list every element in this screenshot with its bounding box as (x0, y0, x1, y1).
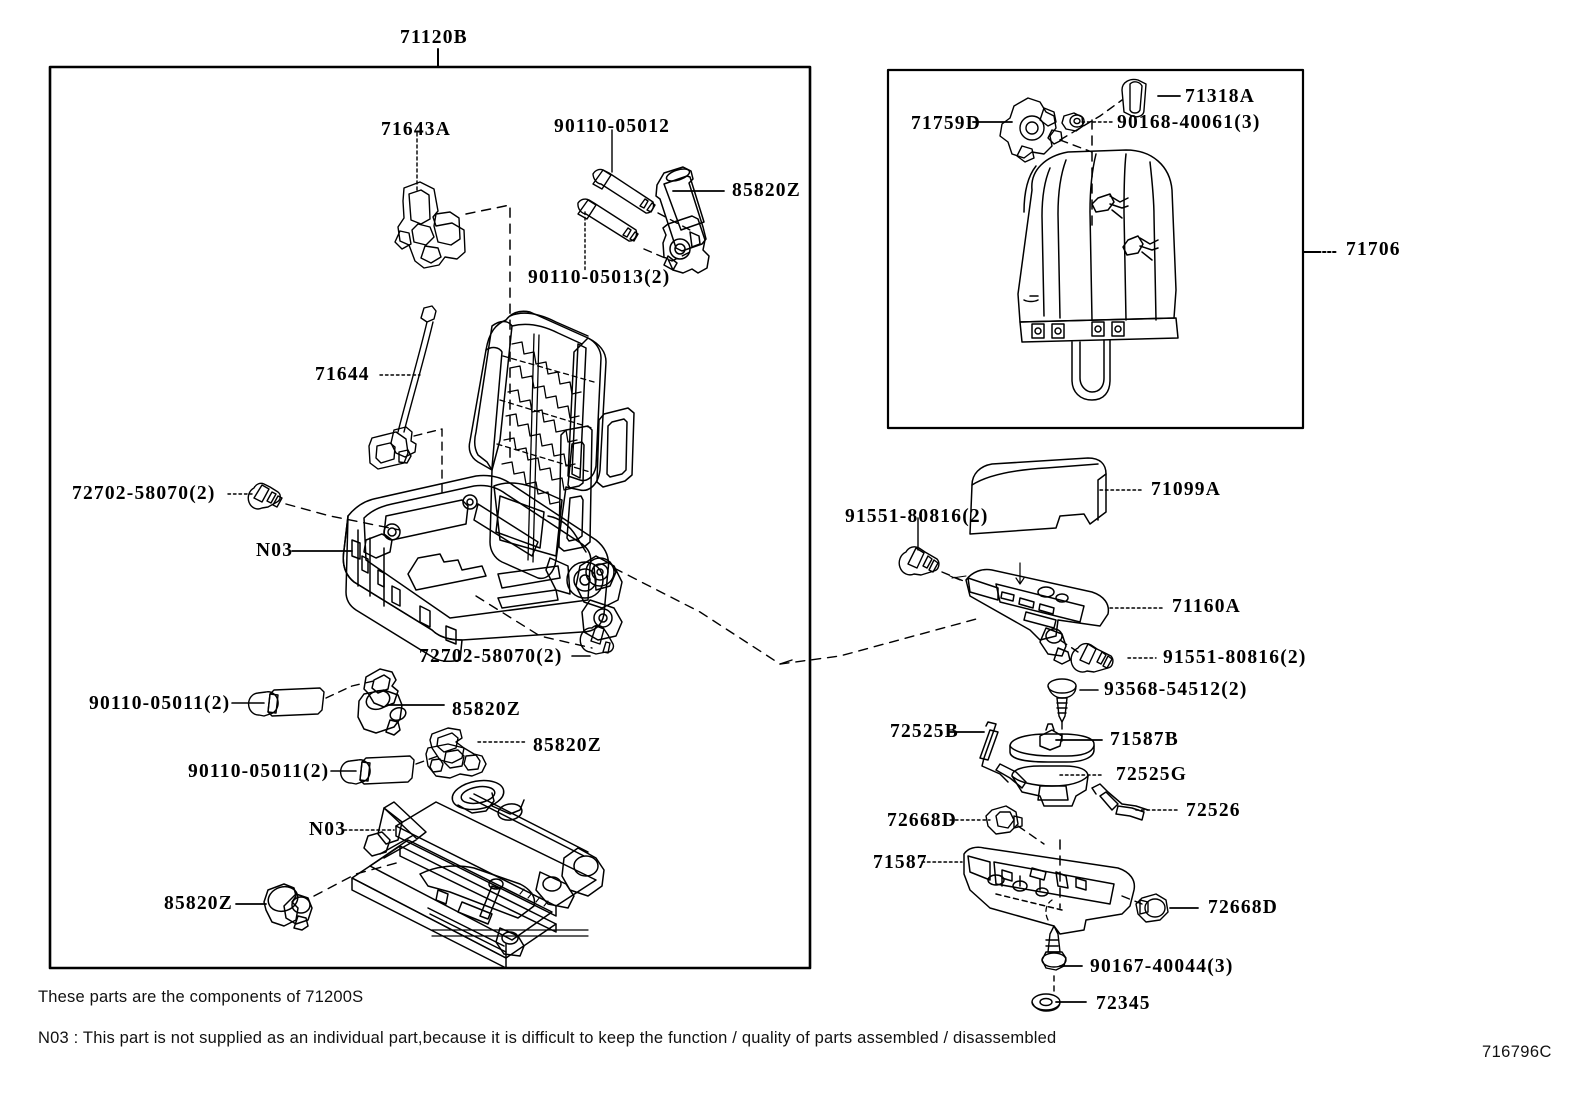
assembly-line-71643a (465, 204, 511, 463)
assembly-line-85820z-lower (313, 861, 401, 897)
label-71160a: 71160A (1172, 596, 1241, 617)
seat-slide-adjuster (351, 779, 605, 969)
panel-title-71120b: 71120B (400, 27, 468, 48)
part-72702-58070-lower (571, 624, 615, 657)
label-91551-80816-upper: 91551-80816(2) (845, 506, 989, 527)
assembly-line-72702-lower (475, 595, 593, 649)
part-90167-40044 (1041, 925, 1083, 971)
left-panel-border (48, 65, 812, 970)
label-90110-05012: 90110-05012 (554, 116, 671, 137)
label-n03-cushion: N03 (256, 540, 294, 561)
part-90110-05013 (577, 198, 639, 271)
label-71587: 71587 (873, 852, 928, 873)
right-panel-border (886, 68, 1305, 430)
part-91551-80816-upper (898, 517, 940, 576)
part-90110-05011-upper (231, 687, 325, 717)
seat-cushion-frame (342, 474, 623, 663)
label-71759d: 71759D (911, 113, 982, 134)
part-85820z-lower (235, 883, 313, 931)
assembly-line-72668d-upper (1017, 825, 1045, 845)
label-72345: 72345 (1096, 993, 1151, 1014)
label-90110-05011-upper: 90110-05011(2) (89, 693, 231, 714)
part-71706-seatback (1017, 149, 1179, 401)
part-72345 (1031, 993, 1087, 1012)
part-72702-58070-upper (227, 482, 283, 510)
part-85820z-upper (655, 166, 725, 274)
part-90168-40061 (1061, 112, 1113, 132)
part-71759d (972, 97, 1063, 163)
part-85820z-mid1 (357, 668, 445, 736)
part-93568-54512 (1047, 678, 1099, 723)
label-72668d-lower: 72668D (1208, 897, 1279, 918)
label-93568-54512: 93568-54512(2) (1104, 679, 1248, 700)
label-71643a: 71643A (381, 119, 452, 140)
label-71099a: 71099A (1151, 479, 1222, 500)
assembly-line-cross (613, 567, 981, 665)
label-85820z-upper: 85820Z (732, 180, 801, 201)
assembly-line-90110-05013 (643, 248, 691, 262)
seat-back-frame (468, 310, 635, 599)
label-85820z-mid2: 85820Z (533, 735, 602, 756)
label-71644: 71644 (315, 364, 370, 385)
part-91551-80816-lower (1070, 642, 1157, 673)
label-90110-05013: 90110-05013(2) (528, 267, 671, 288)
part-85820z-mid2 (425, 727, 527, 779)
label-72702-58070-upper: 72702-58070(2) (72, 483, 216, 504)
assembly-line-72668d-lower (1121, 895, 1143, 905)
part-71587b (1009, 723, 1103, 763)
part-90110-05011-lower (330, 755, 415, 785)
label-85820z-lower: 85820Z (164, 893, 233, 914)
label-90168-40061: 90168-40061(3) (1117, 112, 1261, 133)
assembly-line-71644 (413, 428, 443, 496)
assembly-line-90110-05011-upper (325, 679, 379, 699)
footnote-components: These parts are the components of 71200S (38, 988, 364, 1006)
footnote-n03: N03 : This part is not supplied as an in… (38, 1029, 1057, 1047)
assembly-line-90110-05011-lower (415, 755, 439, 765)
part-72668d-lower (1135, 893, 1199, 923)
diagram-code: 716796C (1482, 1043, 1552, 1061)
part-90110-05012 (592, 129, 656, 214)
part-72525g (1011, 765, 1105, 807)
label-n03-slide: N03 (309, 819, 347, 840)
part-71644 (368, 305, 437, 470)
label-72525g: 72525G (1116, 764, 1188, 785)
assembly-line-71759d (1059, 139, 1093, 153)
part-72668d-upper (949, 805, 1023, 835)
part-71099a (969, 457, 1143, 535)
assembly-line-71318a (1059, 99, 1123, 141)
label-90167-40044: 90167-40044(3) (1090, 956, 1234, 977)
label-85820z-mid1: 85820Z (452, 699, 521, 720)
part-71318a (1121, 78, 1181, 118)
label-91551-80816-lower: 91551-80816(2) (1163, 647, 1307, 668)
label-72525b: 72525B (890, 721, 959, 742)
label-71587b: 71587B (1110, 729, 1179, 750)
part-71160a (949, 562, 1165, 665)
assembly-line-91551-upper (941, 571, 967, 583)
label-90110-05011-lower: 90110-05011(2) (188, 761, 330, 782)
label-72702-58070-lower: 72702-58070(2) (419, 646, 563, 667)
assembly-line-72702-upper (285, 503, 401, 531)
part-71643a (394, 132, 466, 269)
part-72526 (1091, 783, 1179, 821)
label-72526: 72526 (1186, 800, 1241, 821)
part-71587 (921, 839, 1136, 935)
label-72668d-upper: 72668D (887, 810, 958, 831)
label-71318a: 71318A (1185, 86, 1256, 107)
part-72525b (949, 721, 1027, 789)
assembly-line-91551-lower (1059, 639, 1079, 653)
panel-title-71706: 71706 (1346, 239, 1401, 260)
